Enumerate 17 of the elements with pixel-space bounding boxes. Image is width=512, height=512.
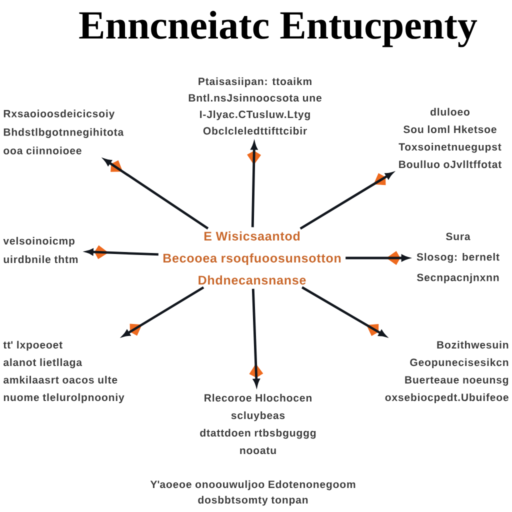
arrow <box>300 172 393 230</box>
description-text: Sura Slosog: bernelt Secnpacnjnxnn <box>416 232 500 284</box>
center-text: E Wisicsaantod Becooea rsoqfuoosunsotton Dhdnecansnanse <box>163 231 341 285</box>
description-text: velsoinoicmp uirdbnile thtm <box>3 236 78 264</box>
arrow <box>104 158 209 230</box>
description-text: Rxsaoioosdeicicsoiy Bhdstlbgotnnegihitota ooa ciinnoioee <box>4 110 124 154</box>
footer-text: Y'aoeoe onoouwuljoo Edotenonegoom dosbbtsomty tonpan <box>150 480 356 506</box>
description-text: dluloeo Sou loml Hketsoe Toxsoinetnuegupst Boulluo oJvlltffotat <box>398 108 502 168</box>
arrow <box>346 251 409 265</box>
arrow <box>122 286 204 337</box>
description-text: Rlecoroe Hlochocen scluybeas dtattdoen rtbsbguggg nooatu <box>200 394 316 454</box>
arrow <box>247 142 262 228</box>
description-text: tt' lxpoeoet alanot lietllaga amkilaasrt oacos ulte nuome tlelurolpnooniy <box>3 340 124 404</box>
description-text: Bozithwesuin Geopunecisesikcn Buerteaue noeunsg oxsebiocpedt.Ubuifeoe <box>385 340 508 404</box>
arrow <box>301 286 386 337</box>
description-text: Ptaisasiipan: ttoaikm Bntl.nsJsinnoocsota une I-Jlyac.CTusluw.Ltyg Obclcleledttifttcibir <box>188 77 322 135</box>
title: Enncneiatc Entucpenty <box>79 10 478 48</box>
